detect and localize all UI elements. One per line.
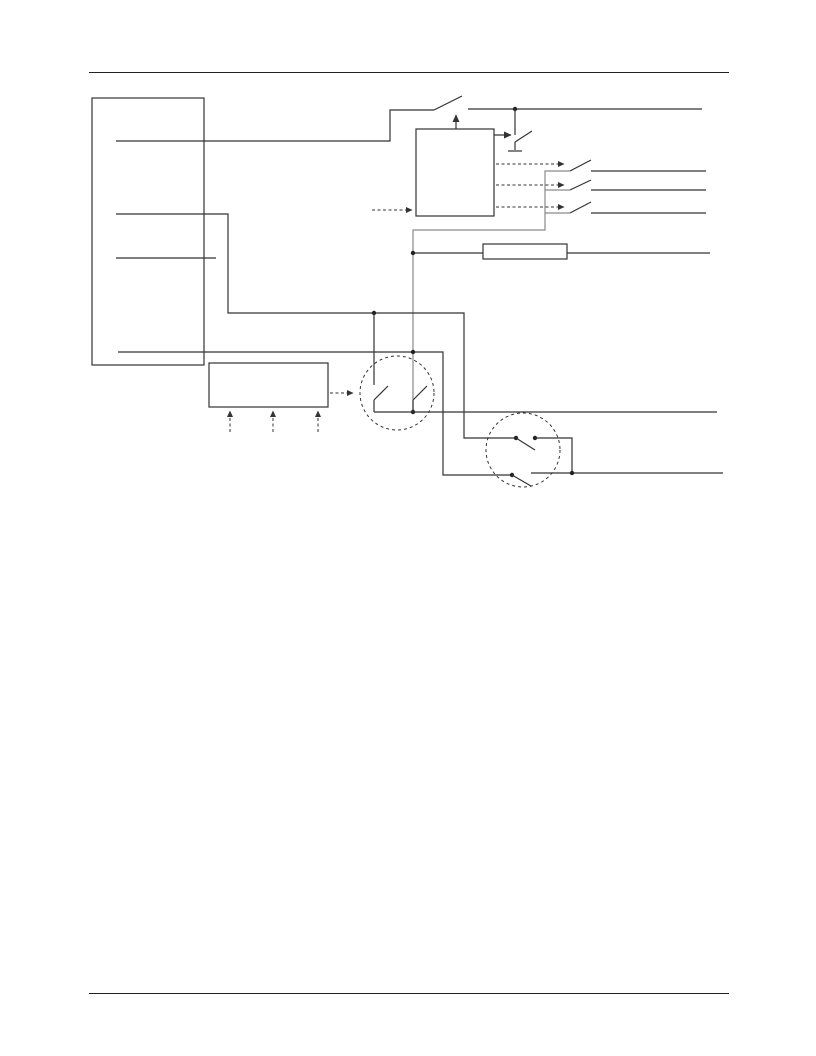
ganged-switch-group-2 [485,412,561,488]
switch-1a-blade [373,385,389,401]
feed-wire-2 [116,213,516,439]
relay-common-wire [412,170,570,410]
feed-wire-4 [118,351,512,476]
relay-contact-3 [569,201,592,214]
feed-wire-1 [116,109,434,142]
switch-2b-blade [511,474,532,487]
resistor-block [482,243,568,260]
selector-block [208,362,329,408]
footer-rule [89,993,729,994]
junction-dot [410,349,416,355]
junction-dot [569,470,575,476]
switch-1b-blade [412,385,428,401]
ganged-switch-group-1 [359,355,435,431]
controller-block [415,128,495,217]
relay-contact-1 [569,159,592,172]
header-rule [89,72,729,73]
ground-contact-switch [514,130,533,143]
main-contact-switch [433,95,463,111]
switch-2-return-wire [535,437,573,473]
junction-dot [410,250,416,256]
main-unit-block [91,97,205,366]
switch-2a-blade [515,437,536,451]
relay-contact-2 [569,179,592,191]
